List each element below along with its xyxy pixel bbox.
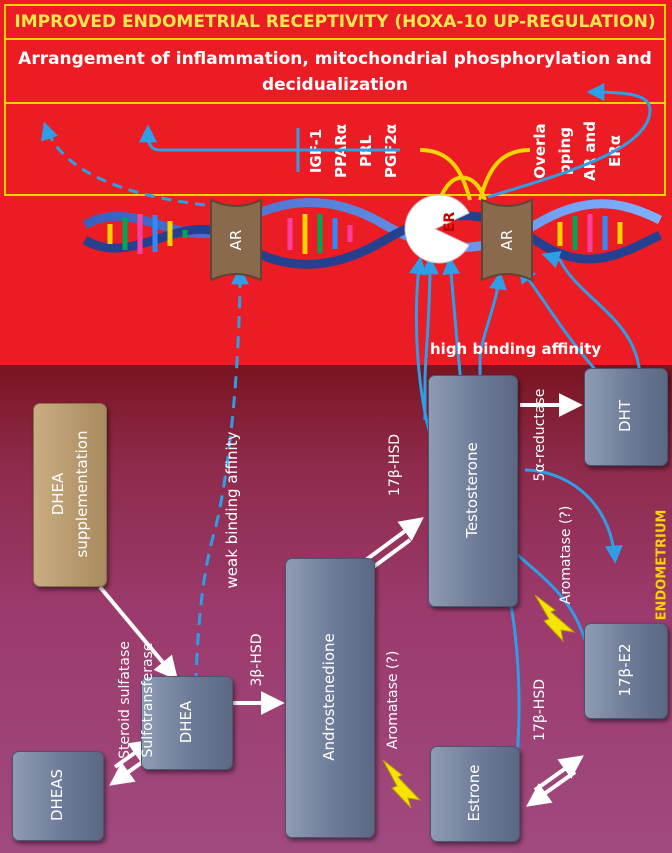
- endometrium-label: ENDOMETRIUM: [654, 509, 670, 621]
- enzyme-3b-hsd: 3β-HSD: [249, 633, 265, 687]
- dhea-supp-line-1: DHEA: [49, 472, 67, 516]
- estrone-box: [430, 746, 520, 842]
- dht-box: [584, 368, 668, 466]
- dhea-box: [141, 676, 233, 770]
- outcome-box: Arrangement of inflammation, mitochondri…: [4, 40, 666, 104]
- arrow-weak-binding: [193, 266, 249, 746]
- endometrial-cell-region: [0, 0, 672, 365]
- arrow-to-left-outcome: [139, 124, 298, 152]
- enzyme-sulfatase: Steroid sulfatase: [117, 641, 133, 759]
- high-affinity-label: high binding affinity: [430, 340, 602, 358]
- testosterone-box: [428, 375, 518, 607]
- arrow-testosterone-curve: [524, 468, 623, 564]
- arrow-testosterone-to-er: [420, 256, 439, 420]
- enzyme-17b-hsd-top: 17β-HSD: [387, 434, 403, 496]
- ar-receptor-right: [478, 196, 536, 284]
- er-label: ER: [442, 211, 458, 233]
- arrow-ar-to-outcome: [487, 83, 652, 199]
- e2-box: [584, 623, 668, 719]
- er-receptor: [399, 193, 471, 265]
- enzyme-aromatase-2: Aromatase (?): [558, 505, 574, 605]
- dheas-label: DHEAS: [48, 768, 66, 822]
- arrow-dht-to-ar-2: [517, 265, 602, 376]
- androstenedione-box: [285, 558, 375, 838]
- dhea-supplementation-box: [33, 403, 107, 587]
- arrow-e2-to-estrone: [526, 770, 577, 807]
- interaction-lines: [419, 148, 531, 201]
- enzyme-aromatase-1: Aromatase (?): [385, 650, 401, 750]
- weak-affinity-label: weak binding affinity: [223, 431, 241, 589]
- arrow-dashed-outcome: [41, 121, 206, 207]
- enzyme-17b-hsd-bottom: 17β-HSD: [532, 679, 548, 741]
- e2-label: 17β-E2: [616, 643, 634, 697]
- testosterone-label: Testosterone: [463, 442, 481, 538]
- aromatase-bolt-2: [534, 594, 576, 643]
- ar-left-label: AR: [227, 229, 245, 251]
- arrow-testosterone-to-ar: [478, 271, 507, 420]
- dht-label: DHT: [616, 400, 634, 432]
- diagram-title: IMPROVED ENDOMETRIAL RECEPTIVITY (HOXA-1…: [4, 4, 666, 40]
- dheas-box: [12, 751, 104, 841]
- estrone-label: Estrone: [465, 764, 483, 822]
- gene-expression-box: [4, 104, 666, 196]
- outcome-line-2: decidualization: [261, 75, 409, 95]
- dhea-label: DHEA: [177, 700, 195, 744]
- enzyme-5a-reductase: 5α-reductase: [532, 388, 548, 482]
- ar-receptor-left: [207, 196, 265, 284]
- outcome-line-1: Arrangement of inflammation, mitochondri…: [18, 49, 652, 69]
- ar-right-label: AR: [498, 229, 516, 251]
- arrow-supp-to-dhea: [98, 585, 179, 681]
- dna-helix: [82, 198, 663, 269]
- arrow-dht-to-ar: [541, 251, 642, 381]
- aromatase-bolt-1: [382, 759, 422, 809]
- androstenedione-label: Androstenedione: [320, 633, 338, 761]
- enzyme-sulfotransferase: Sulfotransferase: [140, 642, 156, 758]
- dhea-supp-line-2: supplementation: [73, 430, 91, 558]
